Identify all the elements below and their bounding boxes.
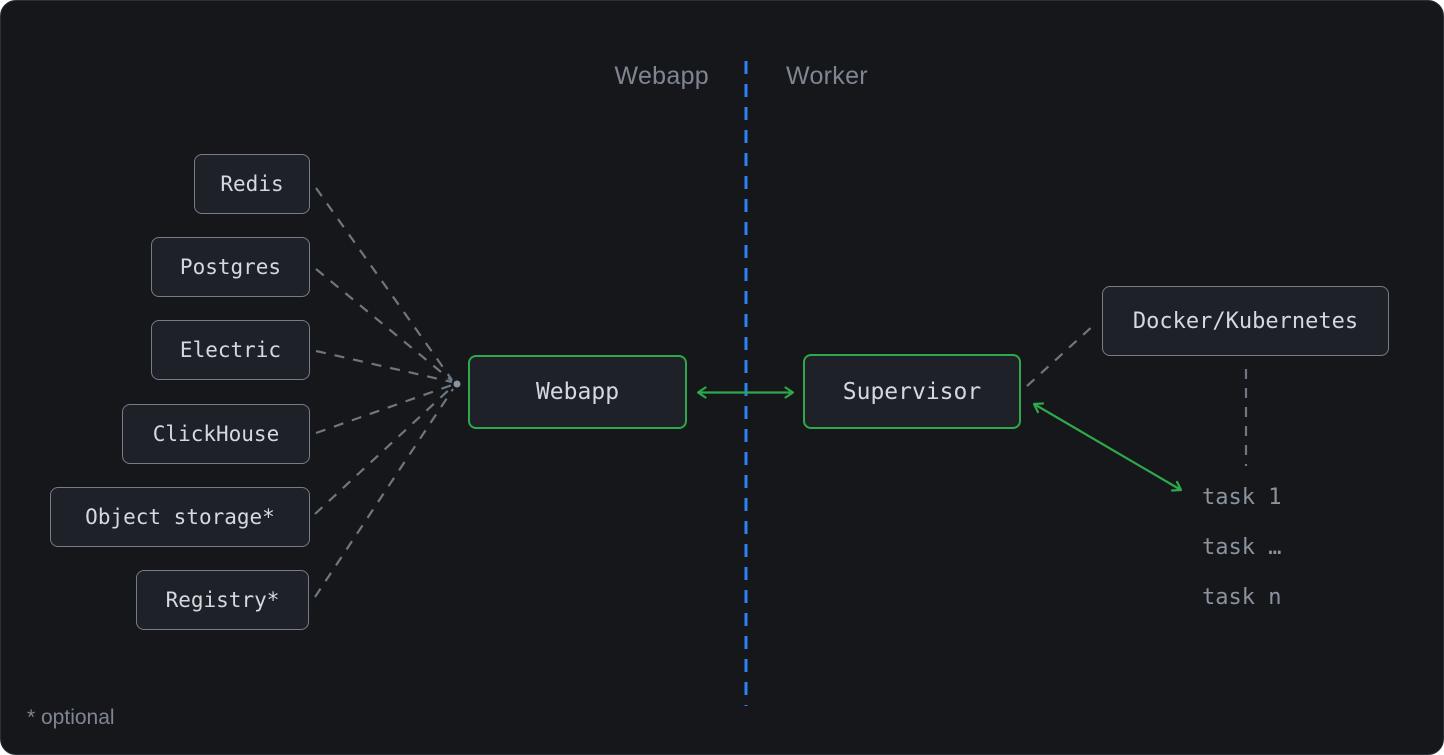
electric-box: Electric xyxy=(151,320,310,380)
docker-kubernetes-box: Docker/Kubernetes xyxy=(1102,286,1389,356)
task-list: task 1 task … task n xyxy=(1202,485,1281,611)
postgres-webapp-connector xyxy=(315,268,453,382)
clickhouse-box: ClickHouse xyxy=(122,404,310,464)
optional-footnote: * optional xyxy=(27,706,115,729)
redis-box: Redis xyxy=(194,154,310,214)
convergence-dot xyxy=(453,380,461,388)
task-item: task n xyxy=(1202,585,1282,610)
clickhouse-webapp-connector xyxy=(315,383,453,435)
registry-box: Registry* xyxy=(136,570,309,630)
object-storage-webapp-connector xyxy=(314,386,453,515)
worker-zone-label: Worker xyxy=(786,62,868,90)
supervisor-node: Supervisor xyxy=(803,354,1021,429)
task-item: task … xyxy=(1202,535,1282,560)
postgres-box: Postgres xyxy=(151,237,310,297)
task-item: task 1 xyxy=(1202,485,1282,510)
redis-webapp-connector xyxy=(315,187,453,381)
electric-webapp-connector xyxy=(315,349,453,384)
registry-webapp-connector xyxy=(314,388,454,598)
webapp-node: Webapp xyxy=(468,355,687,429)
supervisor-runtime-connector xyxy=(1026,323,1096,387)
object-storage-box: Object storage* xyxy=(50,487,310,547)
webapp-zone-label: Webapp xyxy=(614,62,709,90)
supervisor-tasks-arrow xyxy=(1032,402,1183,492)
